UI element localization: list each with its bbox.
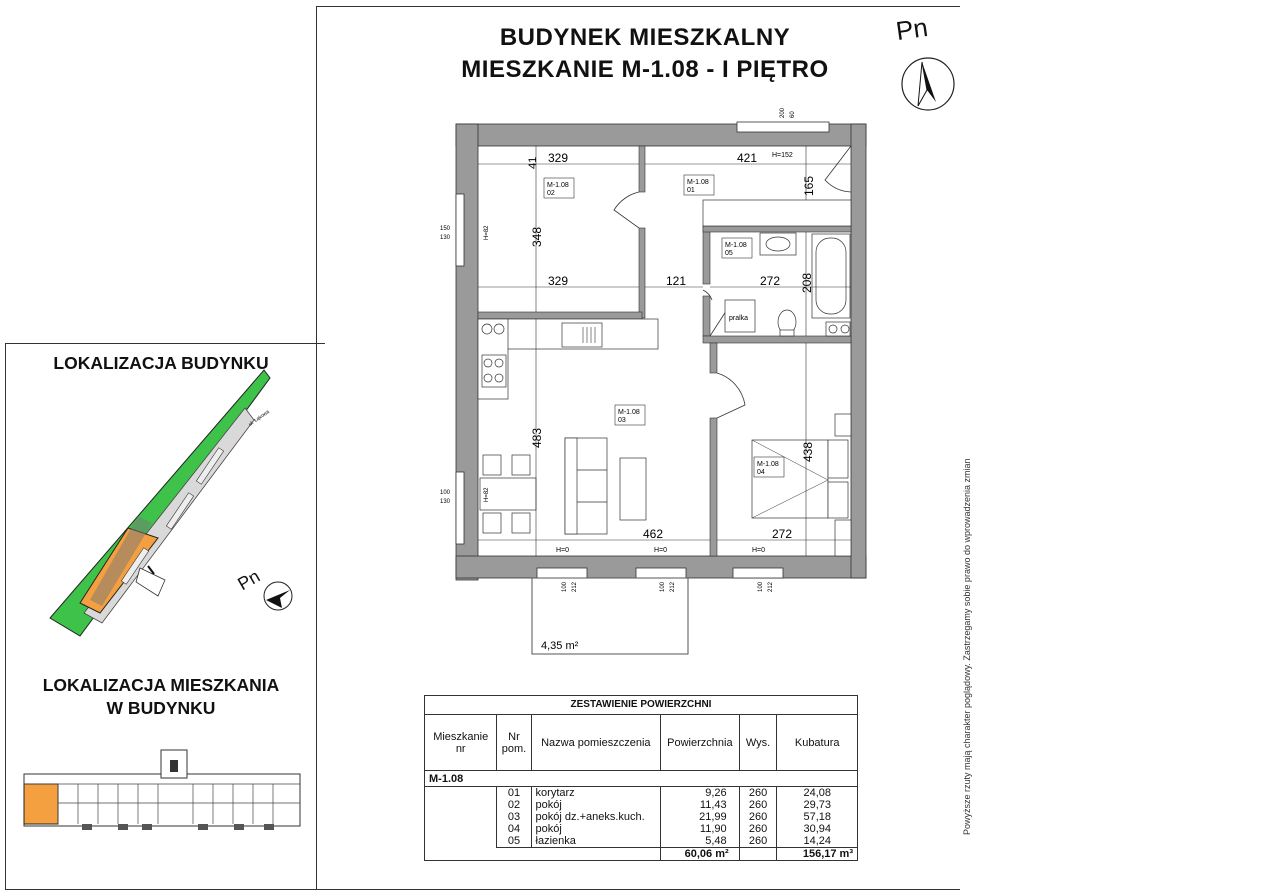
win-b1-100: 100 — [562, 581, 568, 592]
site-north-arrow-icon — [263, 581, 293, 611]
total-area: 60,06 m² — [660, 847, 740, 861]
dim-348: 348 — [530, 227, 544, 247]
page-title-line2: MIESZKANIE M-1.08 - I PIĘTRO — [461, 56, 829, 83]
win-left-130b: 130 — [440, 499, 451, 505]
room-01-tag: M-1.08 — [687, 179, 709, 186]
total-volume: 156,17 m³ — [776, 847, 858, 861]
dim-421: 421 — [737, 151, 757, 165]
room-02-nr: 02 — [547, 190, 555, 197]
dim-272-bath: 272 — [760, 274, 780, 288]
table-row: 03 pokój dz.+aneks.kuch. 21,99 260 57,18 — [425, 811, 858, 823]
frame-side-left — [5, 343, 6, 890]
col-header-nr: Nr pom. — [496, 714, 532, 771]
table-row: 01 korytarz 9,26 260 24,08 — [423, 786, 858, 848]
room-02-tag: M-1.08 — [547, 182, 569, 189]
frame-bottom — [5, 889, 960, 890]
win-b1-212: 212 — [572, 581, 578, 592]
site-map: ul. Łąkowa — [49, 369, 271, 637]
building-location-title: LOKALIZACJA BUDYNKU — [53, 353, 269, 373]
win-left-100: 100 — [440, 490, 451, 496]
room-03-nr: 03 — [618, 417, 626, 424]
page-title-line1: BUDYNEK MIESZKALNY — [499, 24, 791, 51]
col-header-apartment: Mieszkanie nr — [423, 714, 498, 771]
disclaimer-note: Powyższe rzuty mają charakter poglądowy.… — [962, 458, 972, 835]
room-05-nr: 05 — [725, 250, 733, 257]
floor-plan: 329 41 421 165 348 329 121 272 208 483 4… — [440, 107, 867, 655]
dim-438: 438 — [801, 442, 815, 462]
table-row: 05 łazienka 5,48 260 14,24 — [425, 835, 858, 848]
col-header-name: Nazwa pomieszczenia — [530, 714, 662, 771]
win-b2-100: 100 — [660, 581, 666, 592]
room-01-nr: 01 — [687, 187, 695, 194]
win-b2-h: H=0 — [654, 547, 667, 554]
dim-483: 483 — [530, 428, 544, 448]
apartment-location-title-1: LOKALIZACJA MIESZKANIA — [42, 675, 280, 695]
frame-side-top — [5, 343, 325, 344]
win-b2-212: 212 — [670, 581, 676, 592]
dim-329-bottom: 329 — [548, 274, 568, 288]
dim-41: 41 — [527, 157, 539, 169]
table-title: ZESTAWIENIE POWIERZCHNI — [424, 695, 858, 715]
win-b3-100: 100 — [758, 581, 764, 592]
table-group-label: M-1.08 — [424, 770, 858, 787]
balcony-area: 4,35 m² — [541, 640, 579, 652]
dim-272-bed: 272 — [772, 527, 792, 541]
frame-top — [316, 6, 960, 7]
table-row: 04 pokój 11,90 260 30,94 — [425, 823, 858, 835]
north-label: Pn — [893, 11, 930, 47]
washer-label: pralka — [729, 315, 748, 322]
win-top-200: 200 — [780, 107, 786, 118]
table-row: 02 pokój 11,43 260 29,73 — [425, 799, 858, 811]
area-summary-table: ZESTAWIENIE POWIERZCHNI Mieszkanie nr Nr… — [423, 695, 858, 861]
frame-divider-vertical — [316, 6, 317, 890]
dim-462: 462 — [643, 527, 663, 541]
col-header-volume: Kubatura — [776, 714, 858, 771]
room-05-tag: M-1.08 — [725, 242, 747, 249]
win-top-60: 60 — [790, 111, 796, 118]
win-b1-h: H=0 — [556, 547, 569, 554]
win-b3-212: 212 — [768, 581, 774, 592]
dim-121: 121 — [666, 274, 686, 288]
win-left-h1: H=82 — [484, 225, 490, 240]
dim-329-top: 329 — [548, 151, 568, 165]
north-arrow-icon — [901, 57, 955, 111]
col-header-area: Powierzchnia — [660, 714, 740, 771]
win-top-h: H=152 — [772, 152, 793, 159]
room-03-tag: M-1.08 — [618, 409, 640, 416]
room-04-nr: 04 — [757, 469, 765, 476]
win-left-150: 150 — [440, 226, 451, 232]
room-04-tag: M-1.08 — [757, 461, 779, 468]
apartment-location-title-2: W BUDYNKU — [106, 698, 216, 718]
col-header-height: Wys. — [738, 714, 778, 771]
table-total-row: 60,06 m² 156,17 m³ — [423, 847, 858, 861]
win-left-130a: 130 — [440, 235, 451, 241]
win-b3-h: H=0 — [752, 547, 765, 554]
building-key-plan — [23, 749, 301, 830]
win-left-h2: H=82 — [484, 487, 490, 502]
dim-165: 165 — [802, 176, 816, 196]
dim-208: 208 — [800, 273, 814, 293]
